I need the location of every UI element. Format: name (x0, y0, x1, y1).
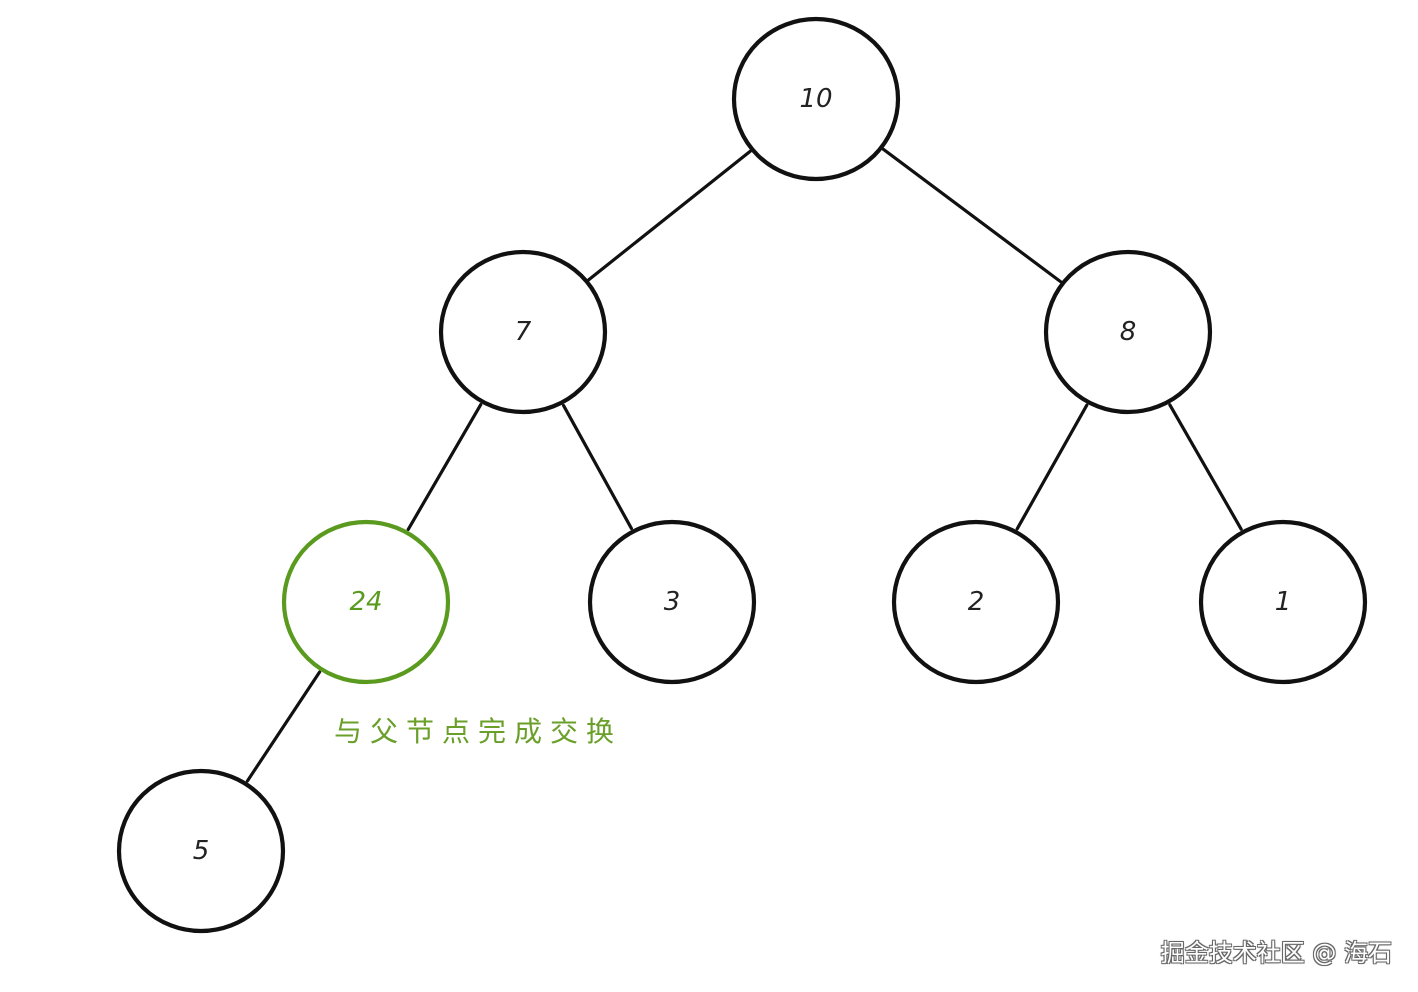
tree-node-3: 3 (587, 519, 757, 685)
tree-edges (245, 147, 1243, 783)
node-label: 24 (349, 587, 382, 617)
node-circle (891, 519, 1061, 685)
tree-node-7: 7 (438, 249, 608, 415)
edge-n7-n3 (561, 403, 634, 531)
node-circle (1043, 249, 1213, 415)
node-label: 7 (515, 317, 532, 347)
watermark: 掘金技术社区 @ 海石 (1160, 939, 1392, 967)
edge-n8-n1 (1168, 403, 1243, 531)
edge-n24-n5 (245, 670, 322, 783)
node-label: 10 (799, 84, 832, 114)
node-circle (438, 249, 608, 415)
node-label: 8 (1120, 317, 1137, 347)
tree-node-24: 24 (281, 519, 451, 685)
node-circle (116, 768, 286, 934)
node-label: 1 (1275, 587, 1292, 617)
node-circle (1198, 519, 1368, 685)
node-circle (731, 16, 901, 182)
node-label: 3 (664, 587, 681, 617)
edge-n7-n24 (406, 403, 483, 531)
edge-n10-n7 (587, 149, 752, 282)
node-circle (587, 519, 757, 685)
tree-node-10: 10 (731, 16, 901, 182)
edge-n8-n2 (1015, 403, 1089, 531)
tree-node-8: 8 (1043, 249, 1213, 415)
edge-n10-n8 (881, 147, 1063, 284)
tree-node-5: 5 (116, 768, 286, 934)
tree-nodes: 10 7 8 24 3 2 1 5 (116, 16, 1368, 934)
swap-annotation: 与父节点完成交换 (334, 715, 623, 748)
node-circle (281, 519, 451, 685)
tree-node-1: 1 (1198, 519, 1368, 685)
node-label: 2 (968, 587, 985, 617)
node-label: 5 (193, 836, 210, 866)
tree-node-2: 2 (891, 519, 1061, 685)
